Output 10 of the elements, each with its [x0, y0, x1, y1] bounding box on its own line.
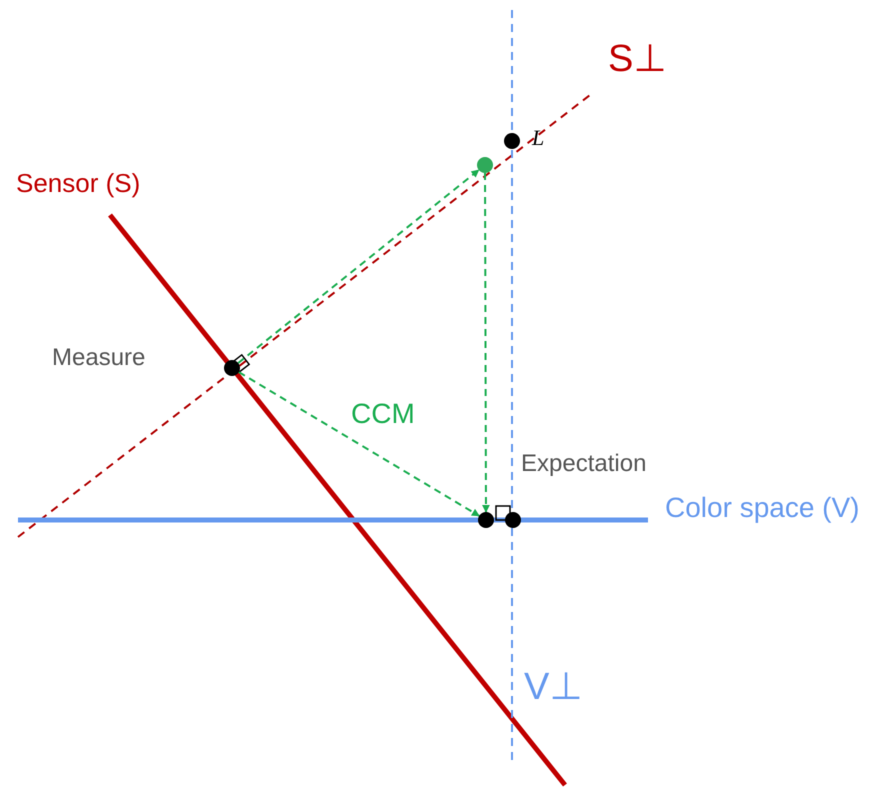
- axis-label: S⊥: [608, 40, 666, 78]
- point-label: Expectation: [521, 452, 646, 476]
- axis-label: Color space (V): [665, 494, 860, 522]
- arrow: [238, 169, 480, 364]
- point-label: L⃗: [532, 127, 562, 149]
- arrow: [238, 371, 480, 517]
- point-label: Measure: [52, 346, 146, 370]
- axis-label: V⊥: [524, 668, 582, 706]
- axis-label: Sensor (S): [16, 170, 140, 196]
- arrow: [482, 173, 490, 513]
